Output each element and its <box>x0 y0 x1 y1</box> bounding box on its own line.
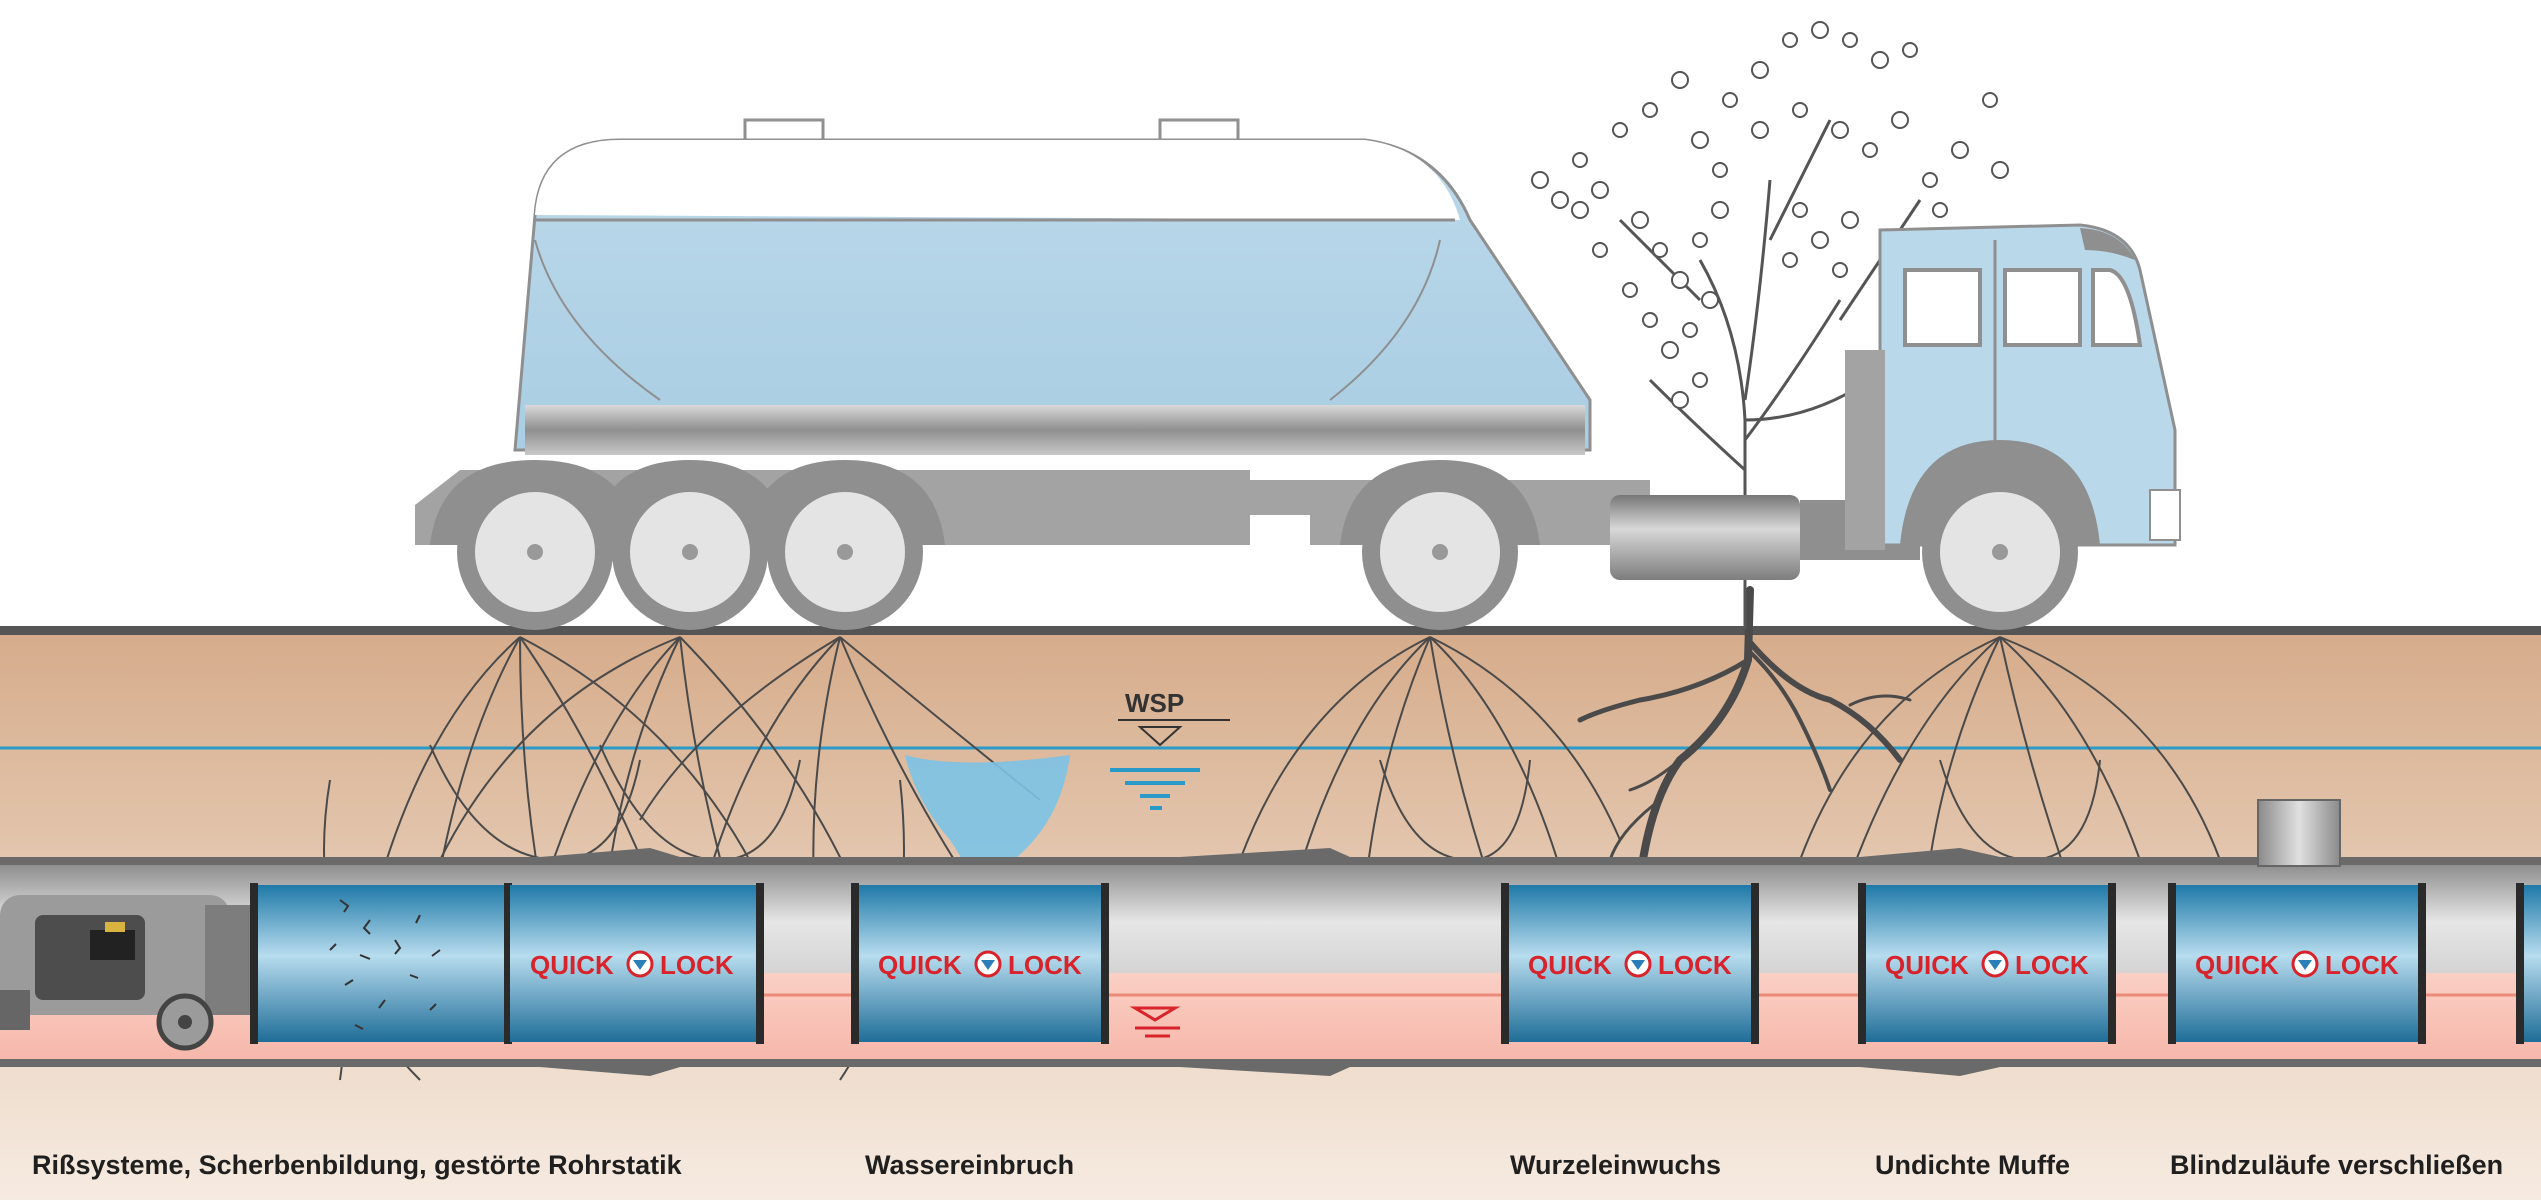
sleeve-5: QUICK LOCK <box>2168 883 2426 1044</box>
fuel-tank <box>1610 495 1800 580</box>
brand-lock: LOCK <box>1008 950 1082 980</box>
cab-window <box>2091 268 2143 347</box>
cab-window <box>2003 268 2082 347</box>
sleeve-6-partial <box>2520 885 2541 1042</box>
caption-root-ingress: Wurzeleinwuchs <box>1510 1150 1722 1180</box>
brand-lock: LOCK <box>2015 950 2089 980</box>
sleeve-with-cracks <box>250 883 512 1044</box>
ground-surface <box>0 626 2541 635</box>
sleeve-3: QUICK LOCK <box>1501 883 1759 1044</box>
sleeve-1: QUICK LOCK <box>510 883 764 1044</box>
tank-stripe <box>525 405 1585 455</box>
caption-water-ingress: Wassereinbruch <box>865 1150 1075 1180</box>
tanker-truck <box>415 118 2181 630</box>
truck-wheel <box>767 474 923 630</box>
brand-lock: LOCK <box>1658 950 1732 980</box>
brand-lock: LOCK <box>660 950 734 980</box>
brand-quick: QUICK <box>2195 950 2279 980</box>
caption-blind-inlets: Blindzuläufe verschließen <box>2170 1150 2504 1180</box>
brand-quick: QUICK <box>878 950 962 980</box>
lateral-inlet <box>2257 799 2341 867</box>
truck-wheel <box>1922 474 2078 630</box>
caption-leaky-joint: Undichte Muffe <box>1875 1150 2070 1180</box>
tree <box>1531 21 2009 630</box>
sleeve-4: QUICK LOCK <box>1858 883 2116 1044</box>
sleeve-2: QUICK LOCK <box>851 883 1109 1044</box>
brand-quick: QUICK <box>1885 950 1969 980</box>
truck-wheel <box>457 474 613 630</box>
water-level-symbol: WSP <box>1110 688 1230 810</box>
caption-cracks: Rißsysteme, Scherbenbildung, gestörte Ro… <box>32 1150 682 1180</box>
water-level-label: WSP <box>1125 688 1184 718</box>
brand-quick: QUICK <box>1528 950 1612 980</box>
cab-window <box>1903 268 1982 347</box>
truck-wheel <box>612 474 768 630</box>
water-ingress <box>905 755 1070 890</box>
pipe-water-level-symbol <box>1129 1006 1181 1038</box>
tree-roots <box>1577 586 1912 884</box>
brand-quick: QUICK <box>530 950 614 980</box>
brand-lock: LOCK <box>2325 950 2399 980</box>
truck-wheel <box>1362 474 1518 630</box>
